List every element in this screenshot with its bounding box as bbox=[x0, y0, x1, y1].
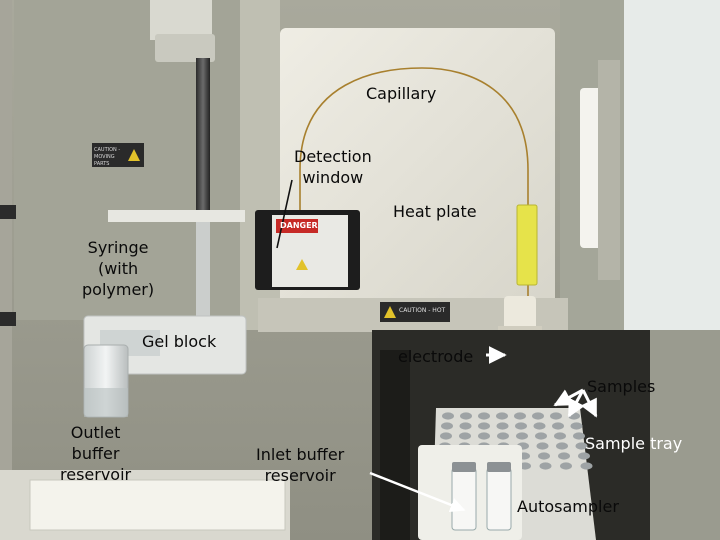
sample-well bbox=[550, 412, 562, 420]
sample-tray-label: Sample tray bbox=[585, 434, 683, 453]
sample-well bbox=[441, 422, 453, 430]
syringe-pump-head bbox=[150, 0, 212, 40]
heat-strip bbox=[516, 204, 538, 286]
danger-header bbox=[276, 219, 318, 233]
sample-well bbox=[496, 412, 508, 420]
sample-well bbox=[558, 452, 570, 460]
electrode-label: electrode bbox=[398, 347, 474, 366]
sample-well bbox=[478, 422, 490, 430]
sample-well bbox=[573, 432, 585, 440]
sample-well bbox=[460, 412, 472, 420]
sample-well bbox=[575, 442, 588, 450]
right-door bbox=[624, 0, 720, 330]
sample-well bbox=[478, 412, 490, 420]
samples-label: Samples bbox=[587, 377, 656, 396]
autosampler-label: Autosampler bbox=[517, 497, 619, 516]
chamber-shadow bbox=[380, 350, 410, 540]
outlet-buffer-label: Outlet buffer reservoir bbox=[60, 423, 132, 484]
left-connector-2 bbox=[0, 312, 16, 326]
sample-well bbox=[535, 432, 547, 440]
sample-well bbox=[496, 422, 509, 430]
sample-well bbox=[580, 462, 593, 470]
plunger-plate bbox=[108, 210, 245, 222]
sample-well bbox=[552, 422, 564, 430]
sample-well bbox=[497, 432, 509, 440]
caution-hot-icon bbox=[384, 306, 396, 318]
sample-well bbox=[440, 432, 452, 440]
electrode-fitting bbox=[504, 296, 536, 334]
sample-well bbox=[478, 432, 490, 440]
sample-well bbox=[442, 412, 454, 420]
sample-well bbox=[459, 422, 472, 430]
detection-window-label: Detection window bbox=[294, 147, 372, 187]
capillary-label: Capillary bbox=[366, 84, 437, 103]
sample-well bbox=[570, 422, 583, 430]
capillary-line bbox=[299, 67, 529, 300]
left-edge bbox=[0, 0, 12, 540]
gel-block-label: Gel block bbox=[142, 332, 217, 351]
sample-well bbox=[514, 412, 526, 420]
sample-well bbox=[459, 432, 471, 440]
caution-moving-text: CAUTION - MOVING PARTS bbox=[94, 147, 121, 167]
outlet-vial-liquid bbox=[84, 388, 128, 417]
caution-hot-sign bbox=[380, 302, 450, 322]
danger-sign-text: DANGER bbox=[280, 221, 318, 230]
plunger-rod bbox=[196, 58, 210, 218]
sample-well bbox=[560, 462, 572, 470]
sample-well bbox=[532, 412, 544, 420]
drip-tray bbox=[29, 479, 286, 531]
sample-well bbox=[554, 432, 566, 440]
sample-well bbox=[536, 442, 549, 450]
left-connector-1 bbox=[0, 205, 16, 219]
caution-triangle-icon bbox=[128, 149, 140, 161]
syringe-label: Syringe (with polymer) bbox=[82, 238, 155, 299]
sample-well bbox=[556, 442, 568, 450]
sample-well bbox=[533, 422, 546, 430]
inlet-tube-1 bbox=[451, 467, 477, 531]
inlet-cap-1 bbox=[452, 462, 476, 472]
caution-hot-text: CAUTION - HOT bbox=[399, 307, 446, 314]
samples-arrow-3 bbox=[580, 389, 598, 418]
roll-holder bbox=[598, 60, 620, 280]
syringe-barrel bbox=[196, 222, 210, 342]
sample-well bbox=[539, 462, 552, 470]
sample-well bbox=[538, 452, 550, 460]
samples-arrow-2 bbox=[567, 389, 585, 418]
inlet-cap-2 bbox=[487, 462, 511, 472]
sample-well bbox=[578, 452, 590, 460]
heat-plate-label: Heat plate bbox=[393, 202, 477, 221]
sample-well bbox=[516, 432, 528, 440]
inlet-buffer-arrow bbox=[369, 471, 466, 513]
inlet-buffer-label: Inlet buffer reservoir bbox=[256, 445, 345, 485]
pump-clamp bbox=[155, 34, 215, 62]
inlet-tube-2 bbox=[486, 467, 512, 531]
detection-window-pointer bbox=[276, 179, 293, 249]
laser-warning-icon bbox=[296, 259, 308, 270]
right-lower-panel bbox=[650, 330, 720, 540]
sample-well bbox=[515, 422, 527, 430]
